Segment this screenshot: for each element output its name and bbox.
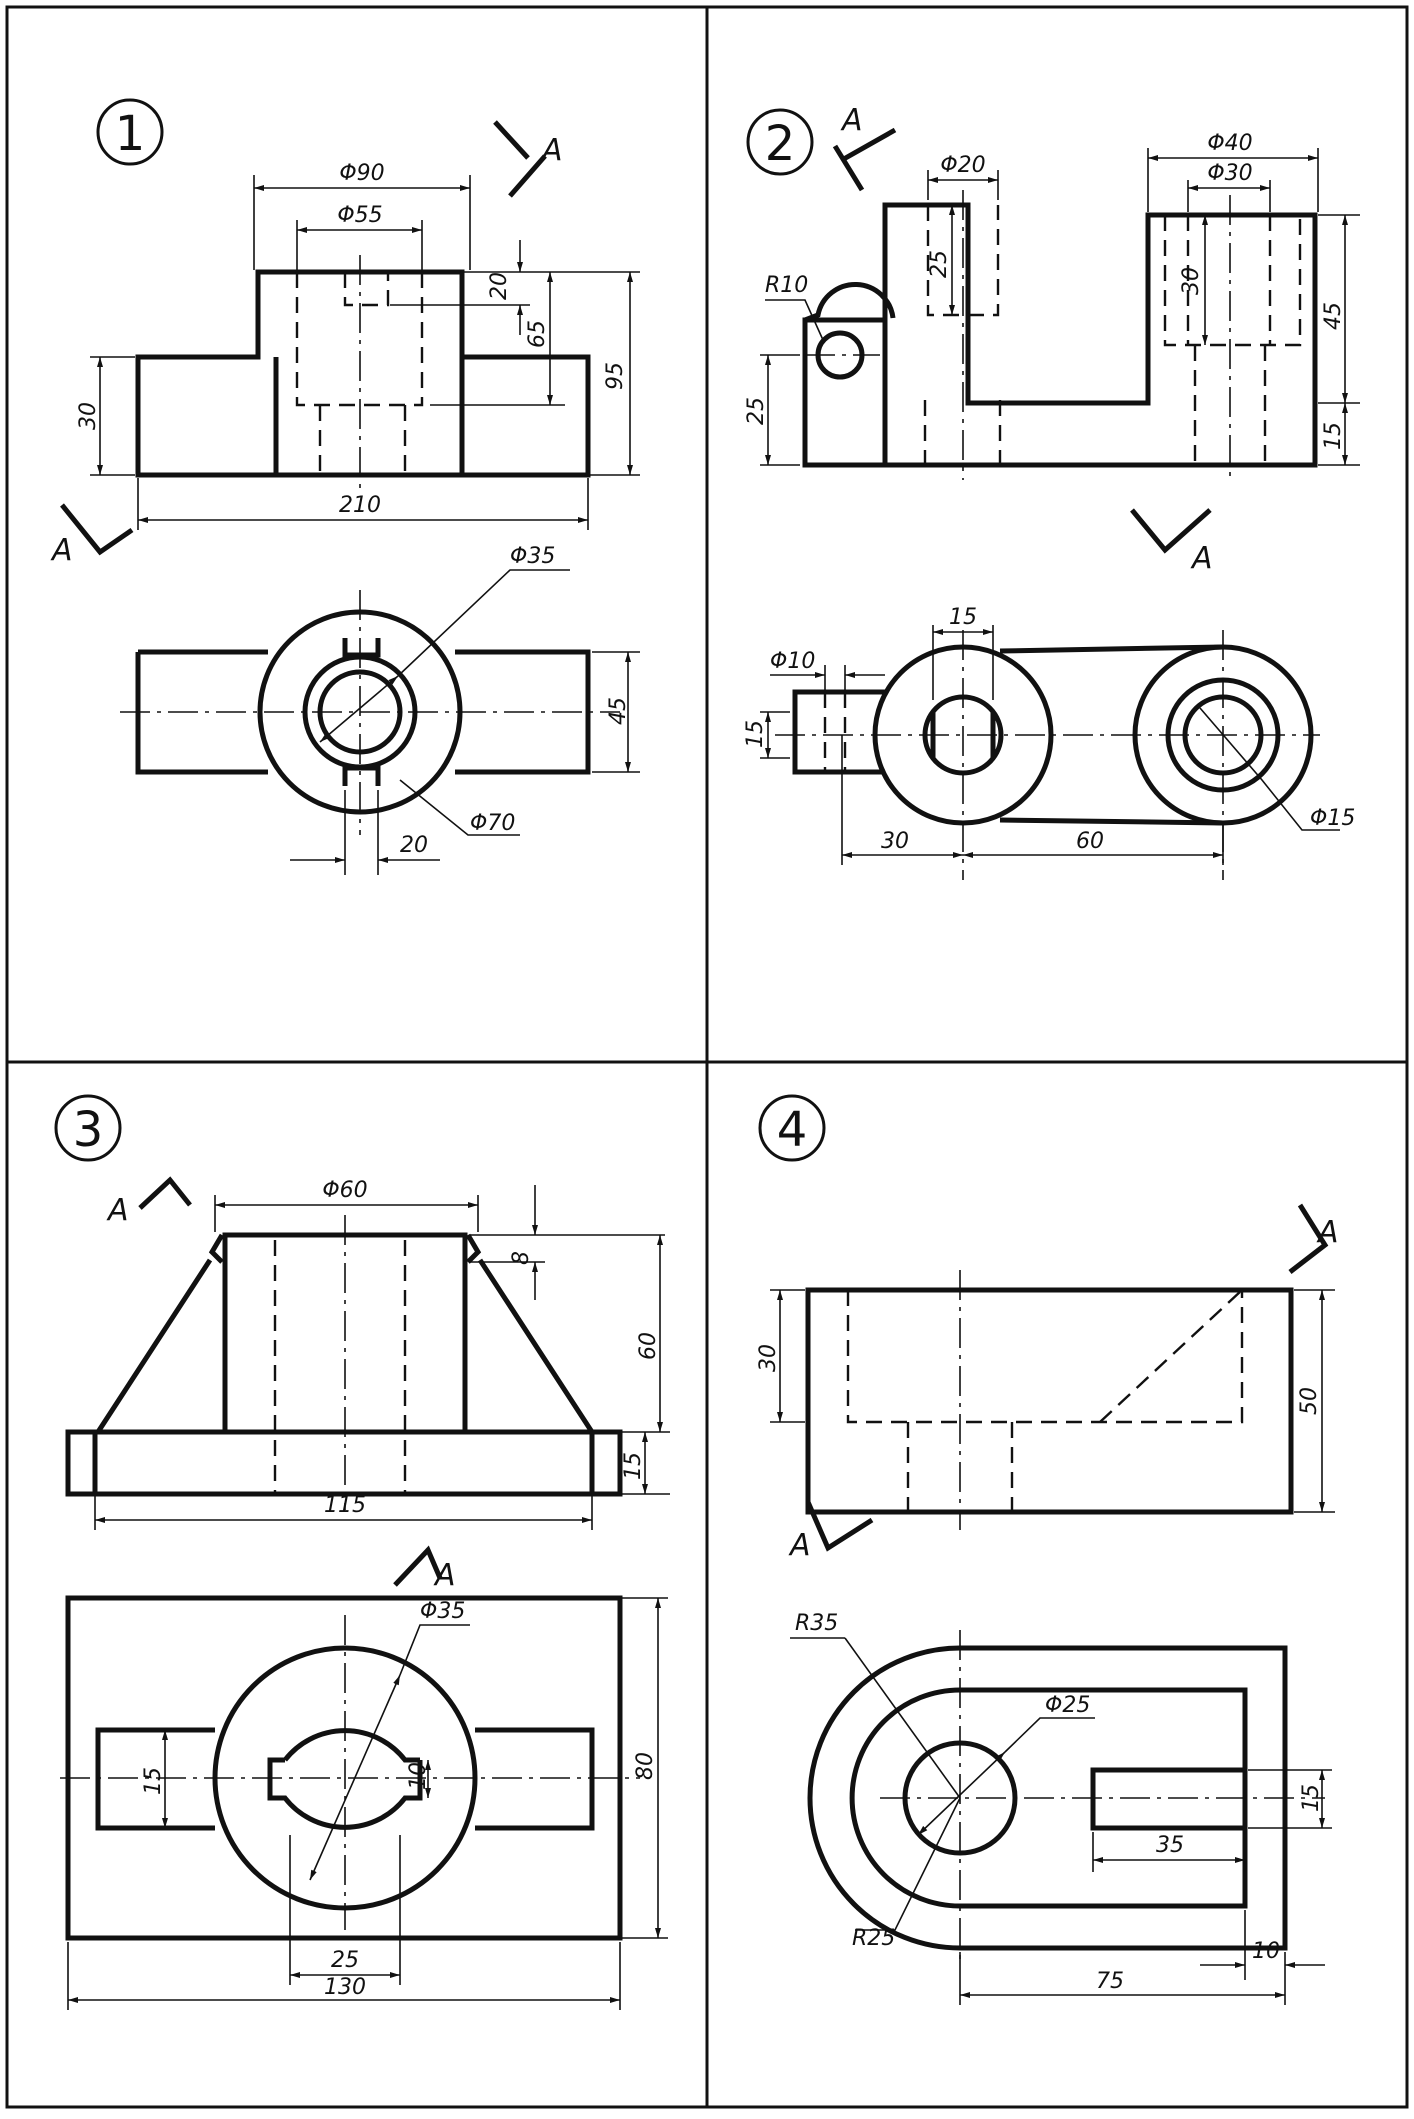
section-marker-a: A <box>788 1501 874 1563</box>
section-label: A <box>840 103 863 138</box>
section-label: A <box>1190 541 1213 576</box>
dimension-label-w15: 15 <box>949 605 977 630</box>
dimension-label-h30: 30 <box>76 402 101 430</box>
section-marker-a: A <box>1288 1203 1339 1274</box>
dimension-label-w45: 45 <box>606 697 631 725</box>
panel-1-number-circle <box>96 98 164 166</box>
dimension-label-d70: Φ70 <box>470 811 515 836</box>
dimension-label-h45: 45 <box>1321 302 1346 330</box>
panel-2-number: 2 <box>765 116 796 172</box>
panel-4: 4 A A 30 50 <box>756 1094 1339 2005</box>
dimension-label-h25a: 25 <box>927 250 952 278</box>
dimension-label-d90: Φ90 <box>339 161 384 186</box>
section-label: A <box>540 133 563 168</box>
dimension-label-w15: 15 <box>141 1767 166 1795</box>
panel-4-front-view: 30 50 <box>756 1270 1335 1530</box>
section-marker-a: A <box>493 120 563 198</box>
panel-3-front-view: Φ60 8 60 15 115 <box>65 1178 670 1530</box>
panel-1-front-view: Φ90 Φ55 20 65 95 30 210 <box>76 161 640 530</box>
dimension-label-w20: 20 <box>400 833 428 858</box>
panel-3-number-circle <box>54 1094 122 1162</box>
dimension-label-d40: Φ40 <box>1207 131 1252 156</box>
dimension-label-d10: Φ10 <box>770 649 815 674</box>
panel-4-top-view: R35 Φ25 15 35 R25 10 75 <box>790 1611 1332 2005</box>
dimension-label-d35: Φ35 <box>510 544 555 569</box>
section-marker-a: A <box>1130 508 1213 576</box>
dimension-label-h30: 30 <box>756 1344 781 1372</box>
dimension-label-h95: 95 <box>603 362 628 390</box>
dimension-label-w75: 75 <box>1096 1969 1124 1994</box>
dimension-label-r25: R25 <box>852 1926 895 1951</box>
dimension-label-d25: Φ25 <box>1045 1693 1090 1718</box>
dimension-label-w210: 210 <box>339 493 381 518</box>
dimension-label-h20: 20 <box>487 272 512 300</box>
dimension-label-d60: Φ60 <box>322 1178 367 1203</box>
dimension-label-w10: 10 <box>1252 1939 1280 1964</box>
dimension-label-w60: 60 <box>1076 829 1104 854</box>
dimension-label-r35: R35 <box>795 1611 838 1636</box>
section-label: A <box>106 1193 129 1228</box>
panel-4-number-circle <box>758 1094 826 1162</box>
section-marker-a: A <box>106 1176 192 1228</box>
section-label: A <box>788 1528 811 1563</box>
section-label: A <box>433 1558 456 1593</box>
panel-3: 3 A A Φ60 8 <box>54 1094 670 2010</box>
dimension-label-h80: 80 <box>633 1752 658 1780</box>
panel-3-top-view: 15 Φ35 10 80 25 130 <box>60 1595 668 2010</box>
section-marker-a: A <box>832 103 897 192</box>
dimension-label-w10: 10 <box>406 1762 431 1790</box>
panel-2-front-view: Φ20 25 Φ40 Φ30 30 45 15 25 R10 <box>744 131 1360 480</box>
dimension-label-h25b: 25 <box>744 397 769 425</box>
dimension-label-h50: 50 <box>1297 1387 1322 1415</box>
dimension-label-d30: Φ30 <box>1207 161 1252 186</box>
dimension-label-d55: Φ55 <box>337 203 382 228</box>
dimension-label-h60: 60 <box>636 1332 661 1360</box>
dimension-label-w115: 115 <box>324 1493 366 1518</box>
panel-4-number: 4 <box>777 1102 808 1158</box>
dimension-label-h8: 8 <box>509 1251 534 1265</box>
dimension-label-h15b: 15 <box>743 720 768 748</box>
section-marker-a: A <box>50 503 134 568</box>
dimension-label-d35: Φ35 <box>420 1599 465 1624</box>
panel-3-number: 3 <box>73 1102 104 1158</box>
dimension-label-h15: 15 <box>1321 422 1346 450</box>
dimension-label-w30: 30 <box>881 829 909 854</box>
dimension-label-h15: 15 <box>621 1452 646 1480</box>
section-label: A <box>1316 1215 1339 1250</box>
dimension-label-d20: Φ20 <box>940 153 985 178</box>
section-label: A <box>50 533 73 568</box>
panel-1-top-view: Φ35 45 Φ70 20 <box>120 544 640 875</box>
panel-1: 1 A A Φ90 Φ55 <box>50 98 640 875</box>
dimension-label-h65: 65 <box>525 320 550 348</box>
sheet-frame <box>5 5 1409 2109</box>
panel-2: 2 A A Φ20 <box>743 103 1360 880</box>
dimension-label-r10: R10 <box>765 273 808 298</box>
section-marker-a: A <box>393 1545 456 1593</box>
dimension-label-w15: 15 <box>1299 1784 1324 1812</box>
dimension-label-h30: 30 <box>1179 267 1204 295</box>
panel-2-top-view: 15 Φ10 15 30 60 Φ15 <box>743 605 1355 880</box>
panel-2-number-circle <box>746 108 814 176</box>
dimension-label-w25: 25 <box>331 1948 359 1973</box>
dimension-label-d15: Φ15 <box>1310 806 1355 831</box>
dimension-label-w130: 130 <box>324 1975 366 2000</box>
panel-1-number: 1 <box>115 106 146 162</box>
dimension-label-w35: 35 <box>1156 1833 1184 1858</box>
